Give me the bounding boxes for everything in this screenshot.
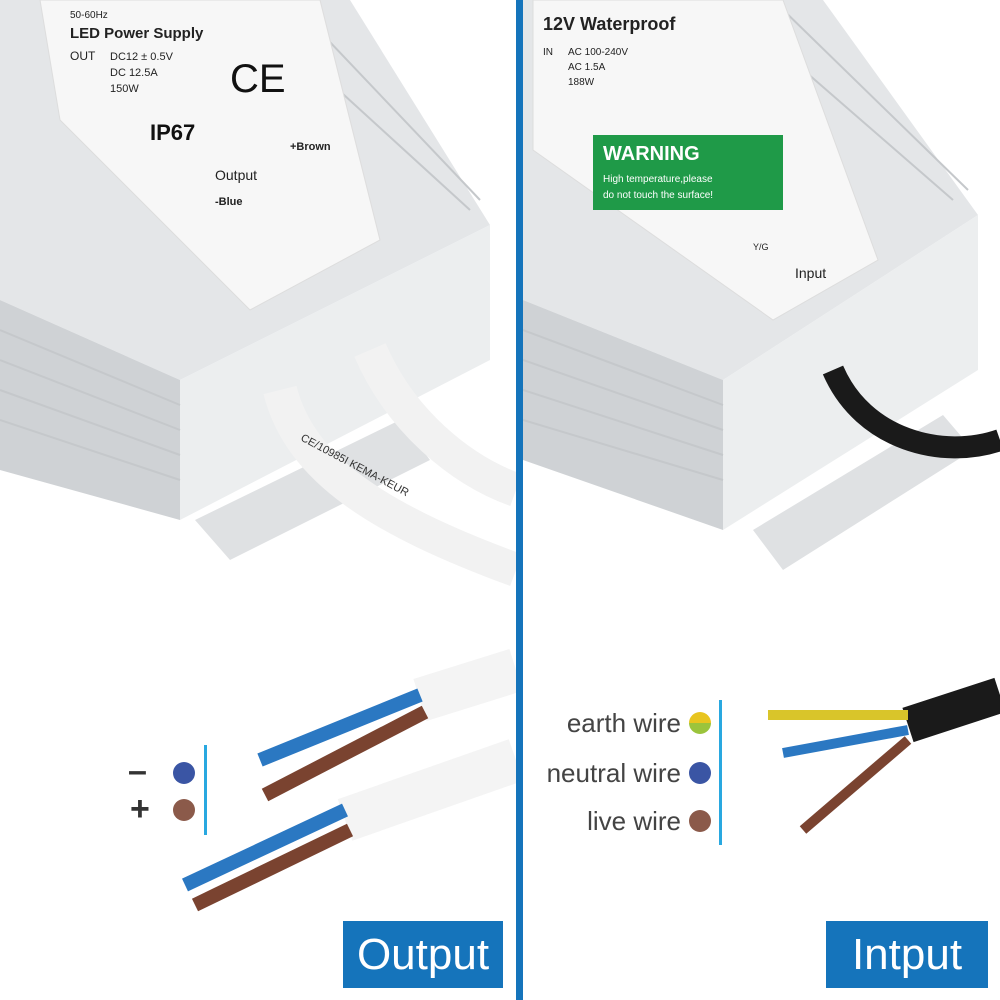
title-text: 12V Waterproof [543,14,676,34]
mounting-flange [195,420,430,560]
live-wire-dot [689,810,711,832]
output-tag: Output [343,921,503,988]
warning-sub2: do not touch the surface! [603,190,713,201]
plus-text: +Brown [290,141,331,153]
input-text: Input [795,265,826,281]
output-cable-1 [263,385,516,586]
divider [516,0,523,1000]
ip-rating: IP67 [150,120,195,145]
freq-text: 50-60Hz [70,10,108,21]
earth-wire-dot [689,712,711,734]
ce-mark: CE [230,57,286,101]
output-text: Output [215,167,257,183]
title-text: LED Power Supply [70,25,204,42]
housing-end [723,215,978,530]
legend-line [204,745,207,835]
warning-text: WARNING [603,143,700,165]
input-panel: 12V Waterproof IN AC 100-240V AC 1.5A 18… [523,0,1000,1000]
earth-wire-label: earth wire [566,708,681,738]
live-wire-label: live wire [587,806,681,836]
neutral-wire-label: neutral wire [546,758,681,788]
spec-label [39,0,381,311]
input-cable [822,365,1000,459]
positive-dot [173,799,195,821]
output-power-supply-photo: 50-60Hz LED Power Supply OUT DC12 ± 0.5V… [0,0,516,912]
yg-text: Y/G [753,242,769,252]
minus-sign: – [128,752,147,790]
warning-sub1: High temperature,please [603,174,713,185]
output-panel: 50-60Hz LED Power Supply OUT DC12 ± 0.5V… [0,0,516,988]
minus-text: -Blue [215,196,243,208]
housing-end [180,225,490,520]
legend-line [719,700,722,845]
warning-label [593,135,783,210]
power-text: 150W [110,83,139,95]
plus-sign: + [130,790,150,828]
power-text: 188W [568,77,595,88]
current-text: DC 12.5A [110,67,158,79]
input-tag: Intput [826,921,988,988]
negative-dot [173,762,195,784]
voltage-text: AC 100-240V [568,47,628,58]
current-text: AC 1.5A [568,62,606,73]
neutral-wire-dot [689,762,711,784]
out-text: OUT [70,49,96,63]
in-text: IN [543,47,553,58]
input-power-supply-photo: 12V Waterproof IN AC 100-240V AC 1.5A 18… [523,0,1000,834]
voltage-text: DC12 ± 0.5V [110,51,174,63]
output-cable-2 [354,343,516,507]
housing-side [523,300,723,530]
